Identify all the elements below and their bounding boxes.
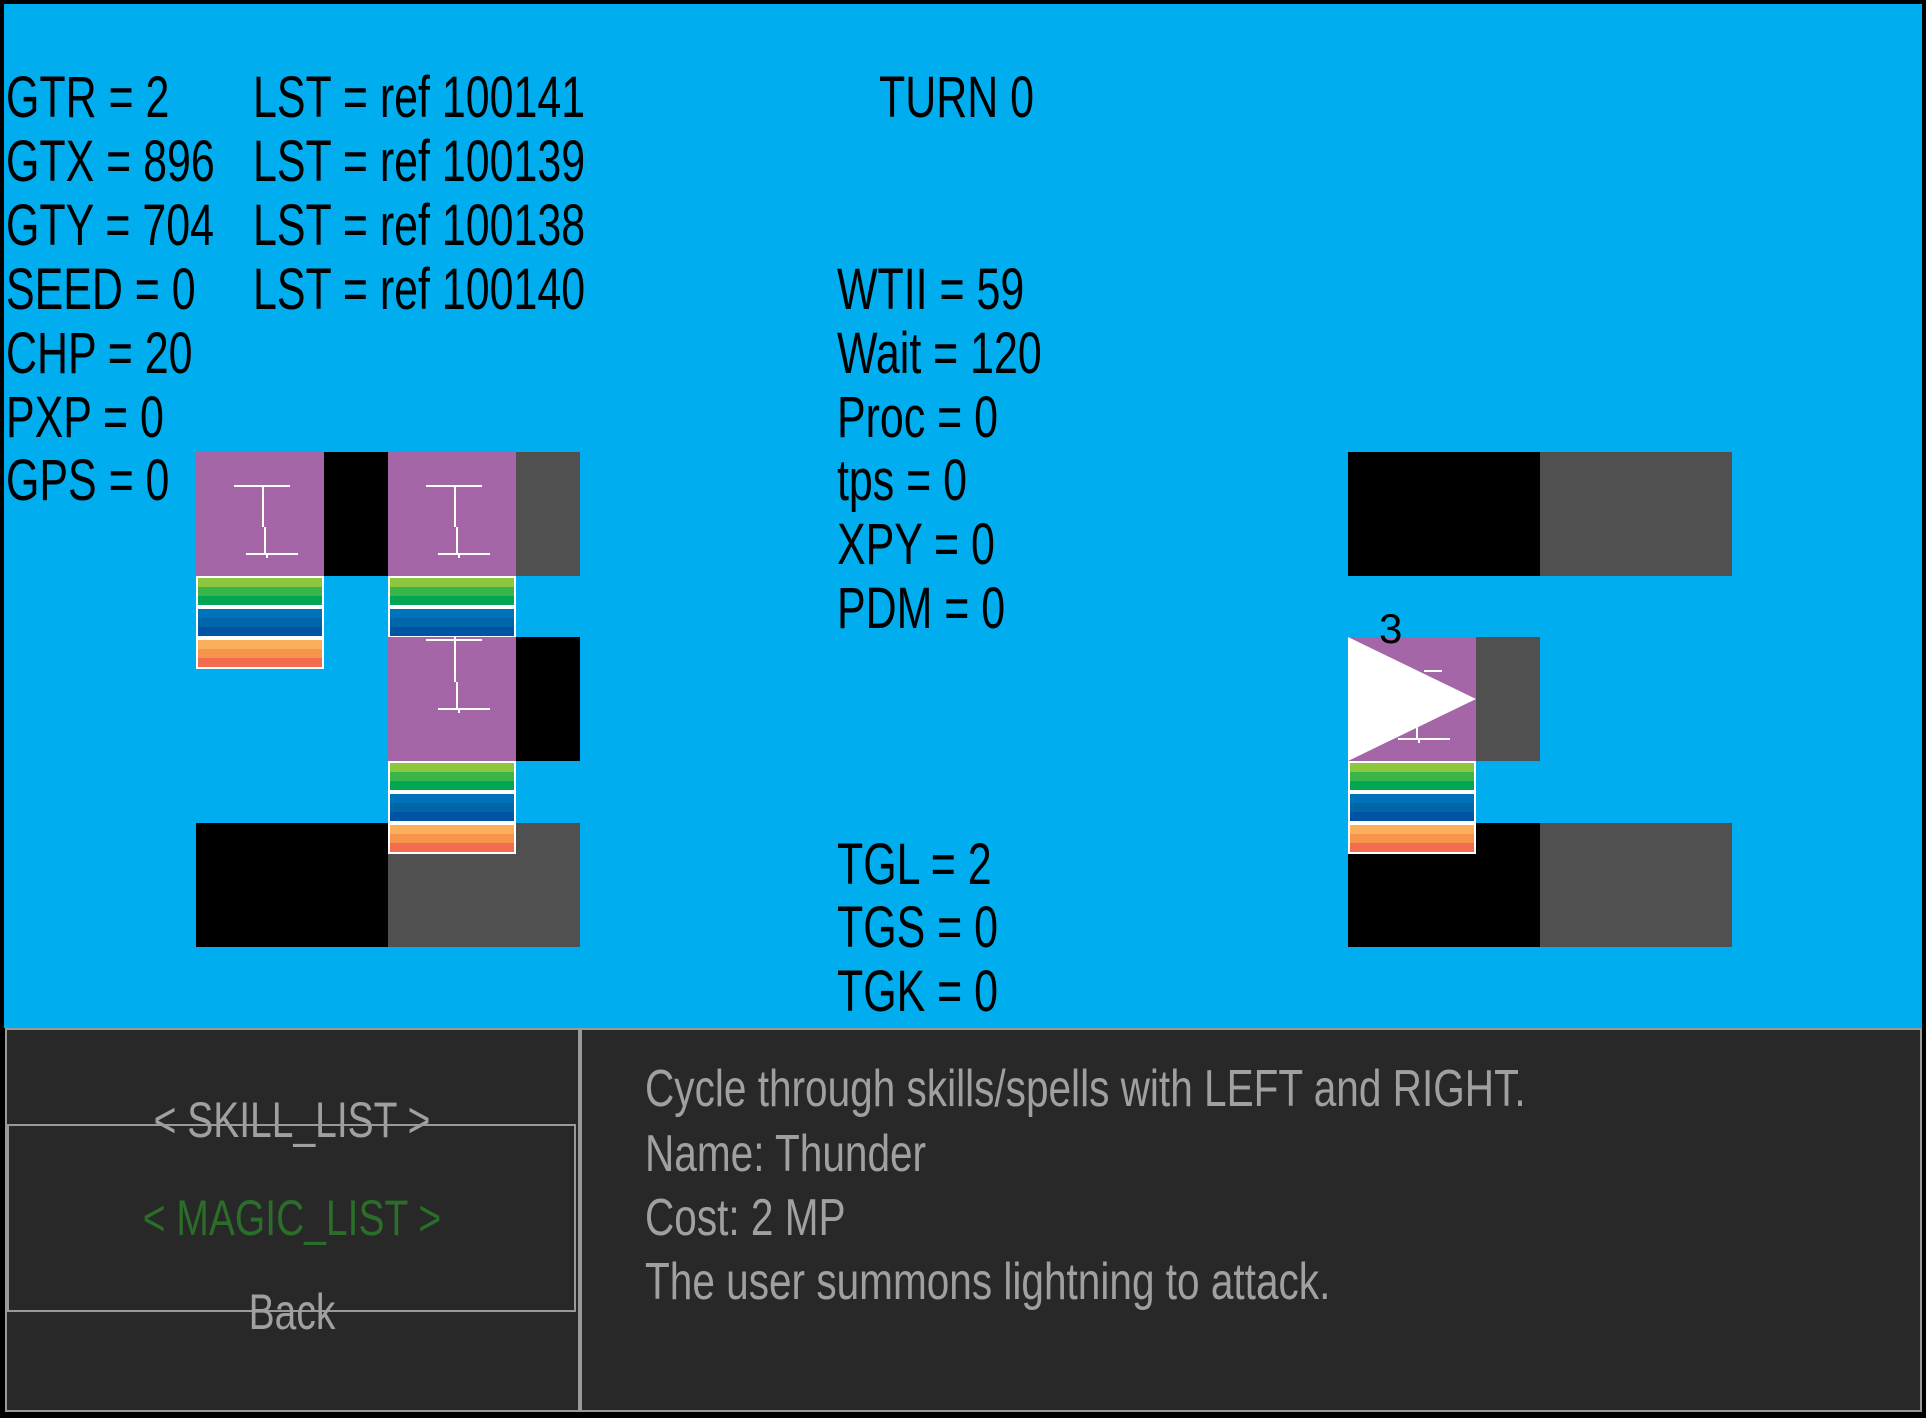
wall-tile [1476,637,1540,761]
debug-lst-1: LST = ref 100141 [253,65,586,130]
debug-pxp: PXP = 0 [6,385,164,450]
unit-glyph-icon [234,485,298,558]
turn-counter: TURN 0 [879,65,1035,130]
debug-xpy: XPY = 0 [837,512,995,577]
debug-tgl: TGL = 2 [837,832,992,897]
debug-lst-4: LST = ref 100140 [253,257,586,322]
xp-bar [390,825,514,852]
debug-seed: SEED = 0 [6,257,196,322]
command-area: < SKILL_LIST > < MAGIC_LIST > Back Cycle… [0,1028,1926,1418]
wall-tile [1348,452,1540,576]
hp-bar [390,578,514,605]
unit-status-bars [196,576,324,669]
skill-cost: Cost: 2 MP [645,1189,846,1247]
hp-bar [198,578,322,605]
menu-item-magic-list[interactable]: < MAGIC_LIST > [142,1190,442,1246]
menu-item-skill-list[interactable]: < SKILL_LIST > [153,1092,431,1148]
party-unit-1[interactable] [196,452,324,576]
debug-lst-3: LST = ref 100138 [253,193,586,258]
xp-bar [1350,825,1474,852]
xp-bar [198,640,322,667]
party-unit-2[interactable] [388,452,516,576]
party-unit-3[interactable] [388,637,516,761]
skill-name: Name: Thunder [645,1125,927,1183]
wall-tile [324,452,388,576]
debug-proc: Proc = 0 [837,385,999,450]
debug-gty: GTY = 704 [6,193,214,258]
mp-bar [1350,794,1474,821]
mp-bar [390,609,514,636]
debug-pdm: PDM = 0 [837,576,1006,641]
enemy-unit[interactable] [1348,637,1476,761]
debug-wait: Wait = 120 [837,321,1042,386]
wall-tile [516,637,580,761]
wall-tile [1540,823,1732,947]
unit-glyph-icon [426,485,490,558]
unit-status-bars [388,761,516,854]
target-cursor-icon [1348,637,1476,761]
wall-tile [1540,452,1732,576]
wall-tile [196,823,388,947]
debug-tps: tps = 0 [837,448,968,513]
target-number: 3 [1379,605,1403,652]
debug-gtr: GTR = 2 [6,65,170,130]
wall-tile [516,452,580,576]
debug-tgs: TGS = 0 [837,895,999,960]
hp-bar [390,763,514,790]
hp-bar [1350,763,1474,790]
enemy-glyph-icon [1348,637,1476,761]
debug-gps: GPS = 0 [6,448,170,513]
debug-tgk: TGK = 0 [837,959,999,1024]
help-text: Cycle through skills/spells with LEFT an… [645,1060,1526,1118]
menu-selection-box [7,1124,576,1312]
command-menu-panel: < SKILL_LIST > < MAGIC_LIST > Back [5,1028,580,1412]
battle-field: GTR = 2 GTX = 896 GTY = 704 SEED = 0 CHP… [4,4,1922,1028]
description-panel [580,1028,1922,1412]
debug-wtii: WTII = 59 [837,257,1025,322]
debug-chp: CHP = 20 [6,321,193,386]
debug-gtx: GTX = 896 [6,129,215,194]
menu-item-back[interactable]: Back [248,1284,336,1340]
mp-bar [198,609,322,636]
unit-status-bars [1348,761,1476,854]
debug-lst-2: LST = ref 100139 [253,129,586,194]
mp-bar [390,794,514,821]
unit-glyph-icon [426,637,490,713]
skill-description: The user summons lightning to attack. [645,1253,1331,1311]
